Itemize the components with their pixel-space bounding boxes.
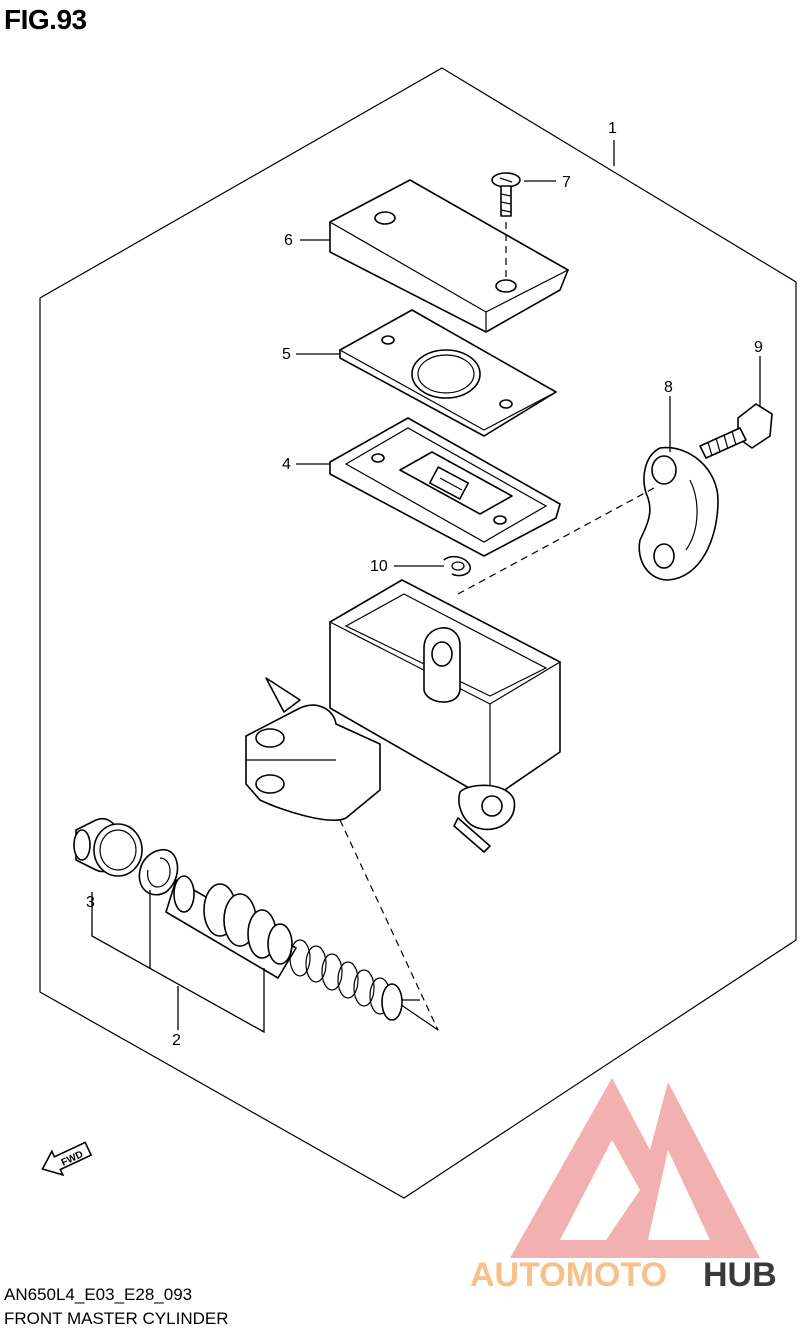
callout-6: 6	[284, 232, 293, 249]
part-5-diaphragm-plate	[338, 309, 558, 437]
callout-4: 4	[282, 456, 291, 473]
callout-10: 10	[370, 558, 388, 575]
assembly-outline	[39, 67, 797, 1199]
callout-1: 1	[608, 120, 617, 137]
callout-8: 8	[664, 379, 673, 396]
diagram-caption: FRONT MASTER CYLINDER	[4, 1309, 229, 1328]
diagram-code: AN650L4_E03_E28_093	[4, 1285, 193, 1304]
kit-bracket	[91, 892, 265, 1034]
part-circlip-ring	[138, 849, 179, 896]
part-4-diaphragm	[329, 417, 561, 557]
part-piston	[165, 875, 297, 979]
part-9-bolt	[699, 403, 773, 459]
callout-7: 7	[562, 174, 571, 191]
callout-5: 5	[282, 346, 291, 363]
callout-2: 2	[172, 1032, 181, 1049]
figure-title: FIG.93	[4, 4, 87, 35]
part-7-screw	[491, 172, 521, 217]
part-6-cap	[328, 179, 570, 333]
master-cylinder-body	[245, 579, 562, 853]
part-3-piston-cap	[73, 818, 143, 877]
part-8-clamp	[638, 446, 719, 581]
part-spring	[289, 939, 403, 1021]
watermark-logo	[510, 1078, 760, 1258]
callout-9: 9	[754, 339, 763, 356]
fwd-arrow-icon: FWD	[41, 1141, 93, 1177]
watermark-suffix: HUB	[703, 1256, 777, 1294]
watermark-prefix: AUTOMOTO	[470, 1256, 667, 1294]
part-10-circlip	[443, 555, 471, 577]
callout-3: 3	[86, 894, 95, 911]
